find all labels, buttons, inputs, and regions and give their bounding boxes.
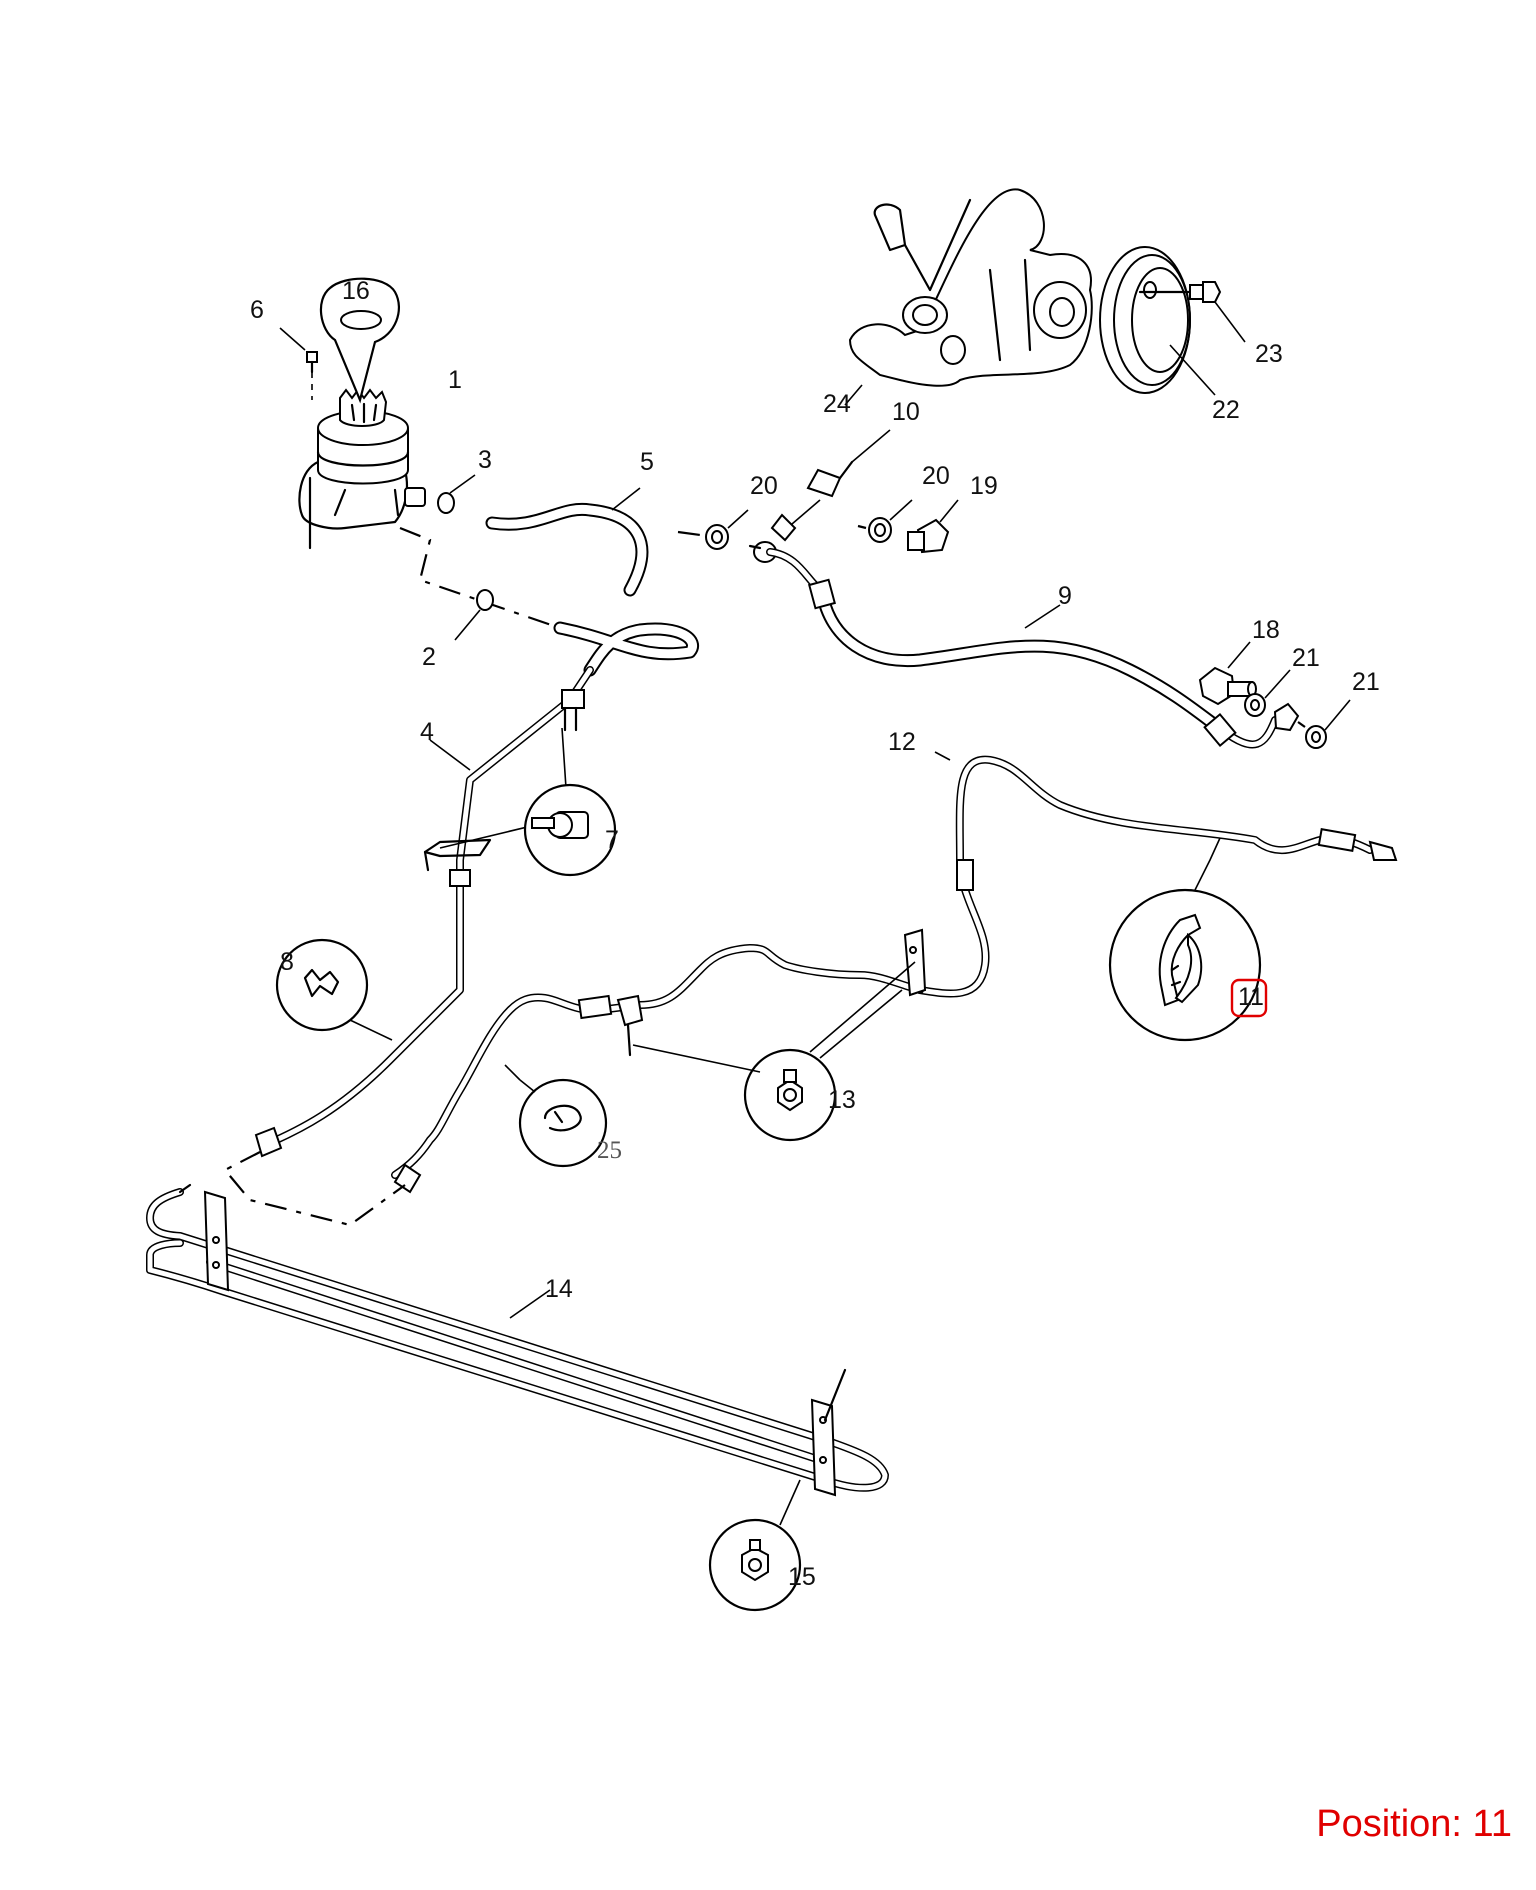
callout-22: 22 — [1212, 396, 1240, 424]
callout-4: 4 — [420, 718, 434, 746]
pulley-22[interactable] — [1099, 246, 1216, 396]
callout-20-left: 20 — [750, 472, 778, 500]
callout-3: 3 — [478, 446, 492, 474]
reservoir-assembly[interactable] — [298, 388, 426, 550]
callout-7: 7 — [605, 826, 619, 854]
callout-25: 25 — [597, 1137, 622, 1164]
pump-24[interactable] — [844, 188, 1093, 406]
hose-4-upper[interactable] — [553, 621, 699, 677]
callout-12: 12 — [888, 728, 916, 756]
dashed-link-reservoir — [399, 526, 561, 630]
callout-14: 14 — [545, 1275, 573, 1303]
callout-19: 19 — [970, 472, 998, 500]
callout-2: 2 — [422, 643, 436, 671]
detail-8-clip[interactable] — [275, 938, 393, 1041]
ring-21-inner[interactable] — [1244, 669, 1291, 717]
pipe-12[interactable] — [916, 751, 1398, 998]
callout-18: 18 — [1252, 616, 1280, 644]
callout-8: 8 — [280, 948, 294, 976]
ring-20-left[interactable] — [677, 509, 749, 550]
callout-21-outer: 21 — [1352, 668, 1380, 696]
switch-10[interactable] — [784, 429, 891, 531]
detail-11-clip[interactable] — [1108, 888, 1262, 1042]
callout-10: 10 — [892, 398, 920, 426]
ring-2[interactable] — [454, 589, 494, 641]
callout-13: 13 — [828, 1086, 856, 1114]
callout-9: 9 — [1058, 582, 1072, 610]
hose-9[interactable] — [766, 548, 1279, 749]
ring-20-right[interactable] — [857, 499, 913, 543]
callout-1: 1 — [448, 366, 462, 394]
bracket-left[interactable] — [616, 994, 644, 1057]
detail-13-bolt[interactable] — [632, 961, 916, 1142]
pipe-8[interactable] — [254, 869, 471, 1158]
hose-5[interactable] — [485, 487, 649, 597]
callout-15: 15 — [788, 1563, 816, 1591]
position-indicator: Position: 11 — [1316, 1803, 1512, 1845]
callout-24: 24 — [823, 390, 851, 418]
cooler-14[interactable] — [146, 1183, 889, 1497]
callout-6: 6 — [250, 296, 264, 324]
selected-position-highlight — [1230, 978, 1268, 1018]
callout-21-inner: 21 — [1292, 644, 1320, 672]
pipe-4[interactable] — [429, 666, 594, 884]
callout-20-right: 20 — [922, 462, 950, 490]
callout-11: 11 — [1238, 983, 1264, 1011]
detail-16-seal[interactable] — [319, 277, 400, 404]
callout-23: 23 — [1255, 340, 1283, 368]
ring-21-outer[interactable] — [1297, 699, 1351, 749]
dashed-link-cooler — [223, 1151, 406, 1227]
bolt-19[interactable] — [907, 499, 959, 554]
detail-15-bolt[interactable] — [708, 1479, 802, 1612]
callout-5: 5 — [640, 448, 654, 476]
detail-25-clamp[interactable] — [518, 1078, 608, 1168]
fitting-9-upper[interactable] — [748, 513, 797, 563]
bolt-6[interactable] — [279, 327, 318, 400]
fitting-9-lower[interactable] — [1273, 702, 1300, 732]
bolt-18[interactable] — [1198, 641, 1257, 706]
bolt-23[interactable] — [1138, 281, 1246, 343]
ring-3[interactable] — [437, 474, 476, 514]
pipe-return[interactable] — [391, 944, 924, 1194]
callout-16: 16 — [342, 277, 370, 305]
detail-7-bolt[interactable] — [523, 783, 617, 877]
